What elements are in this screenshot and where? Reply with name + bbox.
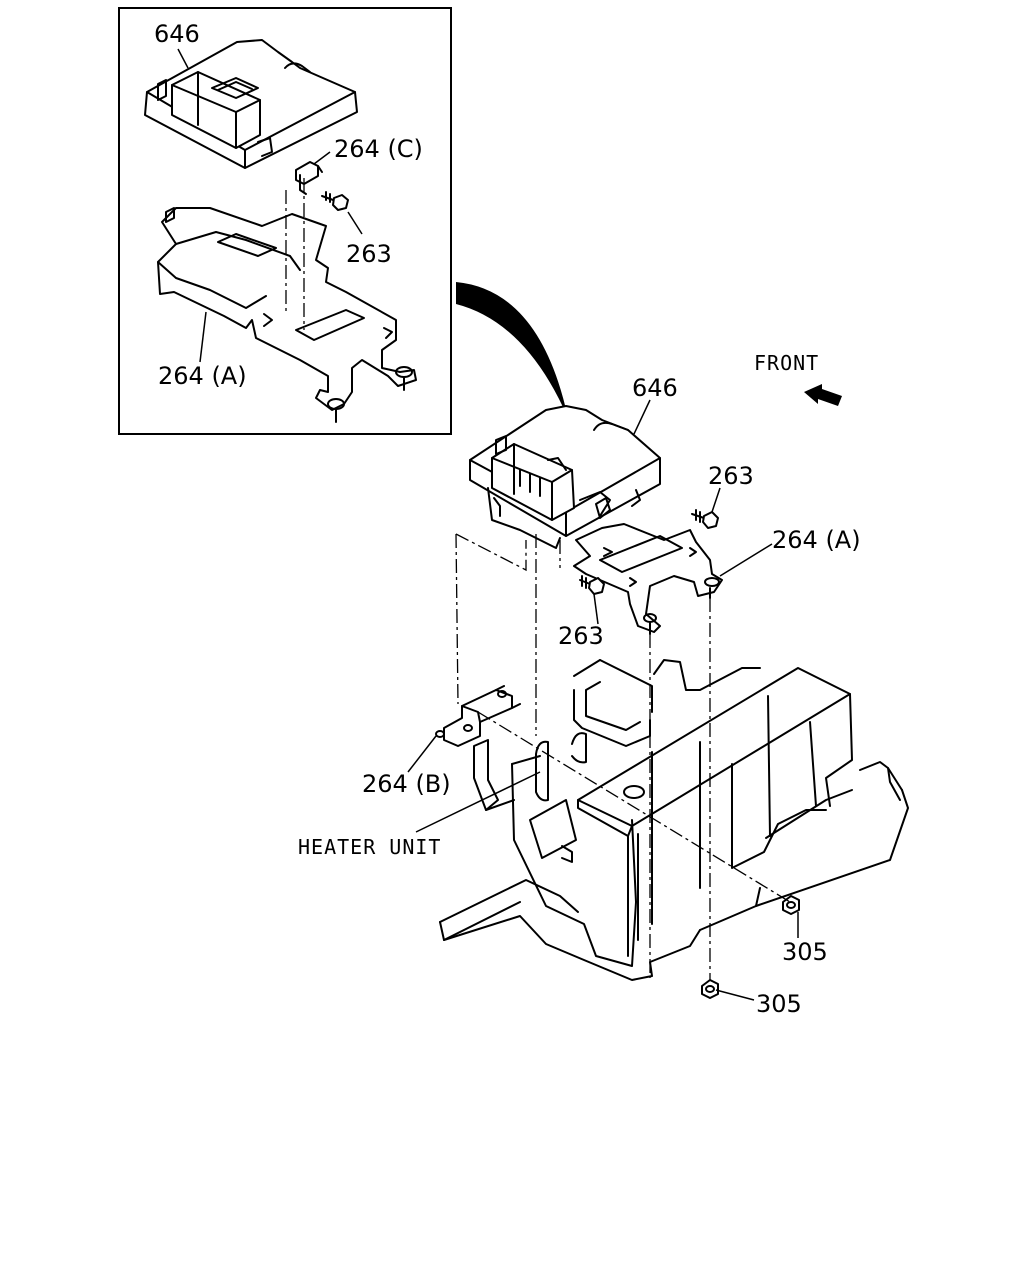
main-ecu-label: 646 xyxy=(632,374,678,402)
nut-lower-label: 305 xyxy=(756,990,802,1018)
inset-ecu-drawing xyxy=(144,39,358,169)
inset-bracket-c-label: 264 (C) xyxy=(334,135,423,163)
front-label: FRONT xyxy=(754,351,819,375)
inset-bolt-label: 263 xyxy=(346,240,392,268)
front-indicator: FRONT xyxy=(754,351,842,406)
heater-unit-drawing xyxy=(473,659,653,967)
main-bolt-upper-drawing xyxy=(691,509,719,529)
main-bolt-lower-drawing xyxy=(579,575,605,595)
inset-ecu-label: 646 xyxy=(154,20,200,48)
floor-frame-drawing xyxy=(439,659,909,981)
main-bolt-upper-label: 263 xyxy=(708,462,754,490)
inset-detail: 646 264 (C) 263 264 (A) xyxy=(118,7,452,435)
inset-bracket-c-drawing xyxy=(295,161,323,195)
nut-upper-label: 305 xyxy=(782,938,828,966)
inset-bracket-a-label: 264 (A) xyxy=(158,362,247,390)
main-bracket-a-label: 264 (A) xyxy=(772,526,861,554)
detail-callout-arrow xyxy=(456,282,568,418)
nut-lower-drawing xyxy=(701,979,719,999)
main-bracket-b-label: 264 (B) xyxy=(362,770,451,798)
main-bolt-lower-label: 263 xyxy=(558,622,604,650)
main-ecu-drawing xyxy=(469,405,661,549)
heater-unit-label: HEATER UNIT xyxy=(298,835,441,859)
inset-bolt-drawing xyxy=(321,191,349,211)
front-direction-arrow xyxy=(804,384,842,406)
inset-bracket-a-drawing xyxy=(157,207,417,423)
main-assembly xyxy=(435,405,909,999)
bracket-b-drawing xyxy=(435,685,521,747)
support-frame-drawing xyxy=(577,667,853,957)
main-bracket-a-drawing xyxy=(573,497,723,635)
inset-frame xyxy=(118,7,452,435)
